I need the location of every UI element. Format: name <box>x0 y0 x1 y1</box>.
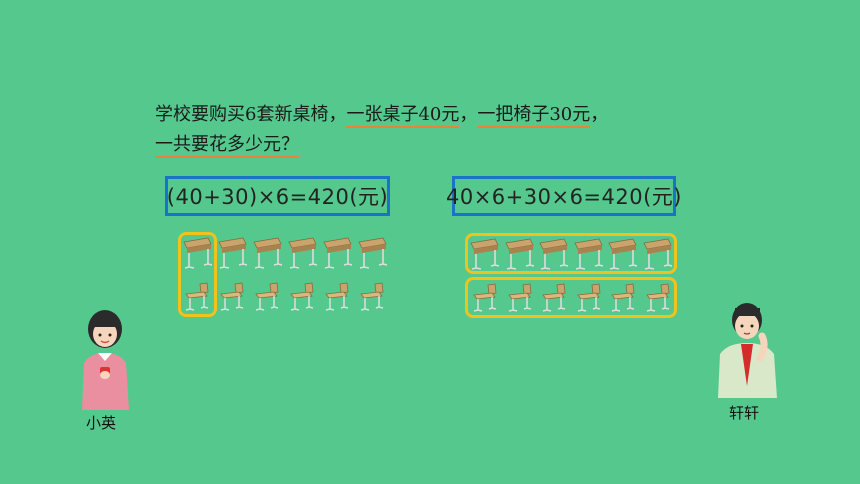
chair-icon <box>542 283 566 312</box>
right-desks-highlight <box>465 233 677 274</box>
problem-text: 学校要购买6套新桌椅，一张桌子40元，一把椅子30元，一共要花多少元？ <box>155 100 715 160</box>
desk-icon <box>323 237 352 269</box>
desk-icon <box>470 238 499 270</box>
chair-icon <box>507 283 531 312</box>
chair-icon <box>645 283 669 312</box>
desk-icon <box>253 237 282 269</box>
chair-icon <box>185 282 209 311</box>
problem-comma1: ， <box>459 104 478 125</box>
desk-icon <box>358 237 387 269</box>
desk-icon <box>539 238 568 270</box>
formula-left: (40+30)×6=420(元) <box>166 185 389 209</box>
right-chairs-highlight <box>465 277 677 318</box>
formula-right: 40×6+30×6=420(元) <box>445 185 683 209</box>
question-phrase: 一共要花多少元？ <box>155 134 299 158</box>
desk-icon <box>573 238 603 270</box>
desk-icon <box>218 237 247 269</box>
girl-illustration <box>82 310 129 410</box>
boy-name: 轩轩 <box>729 404 760 422</box>
formula-left-box: (40+30)×6=420(元) <box>165 176 390 216</box>
desk-icon <box>642 238 672 270</box>
chair-icon <box>255 282 279 311</box>
girl-name: 小英 <box>86 414 117 432</box>
problem-comma2: ， <box>590 104 609 125</box>
desk-icon <box>504 238 534 270</box>
chair-icon <box>290 282 314 311</box>
chair-icon <box>473 283 497 312</box>
formula-right-box: 40×6+30×6=420(元) <box>446 176 682 216</box>
desk-icon <box>608 238 637 270</box>
desk-price-phrase: 一张桌子40元 <box>346 104 460 128</box>
chair-icon <box>611 283 635 312</box>
left-set-highlight <box>178 232 217 317</box>
chair-icon <box>360 282 384 311</box>
boy-illustration <box>718 303 777 398</box>
chair-icon <box>576 283 600 312</box>
problem-part1: 学校要购买6套新桌椅， <box>155 104 347 125</box>
chair-icon <box>220 282 244 311</box>
desk-icon <box>183 237 212 269</box>
desk-icon <box>288 237 317 269</box>
chair-price-phrase: 一把椅子30元 <box>477 104 591 128</box>
chair-icon <box>325 282 349 311</box>
